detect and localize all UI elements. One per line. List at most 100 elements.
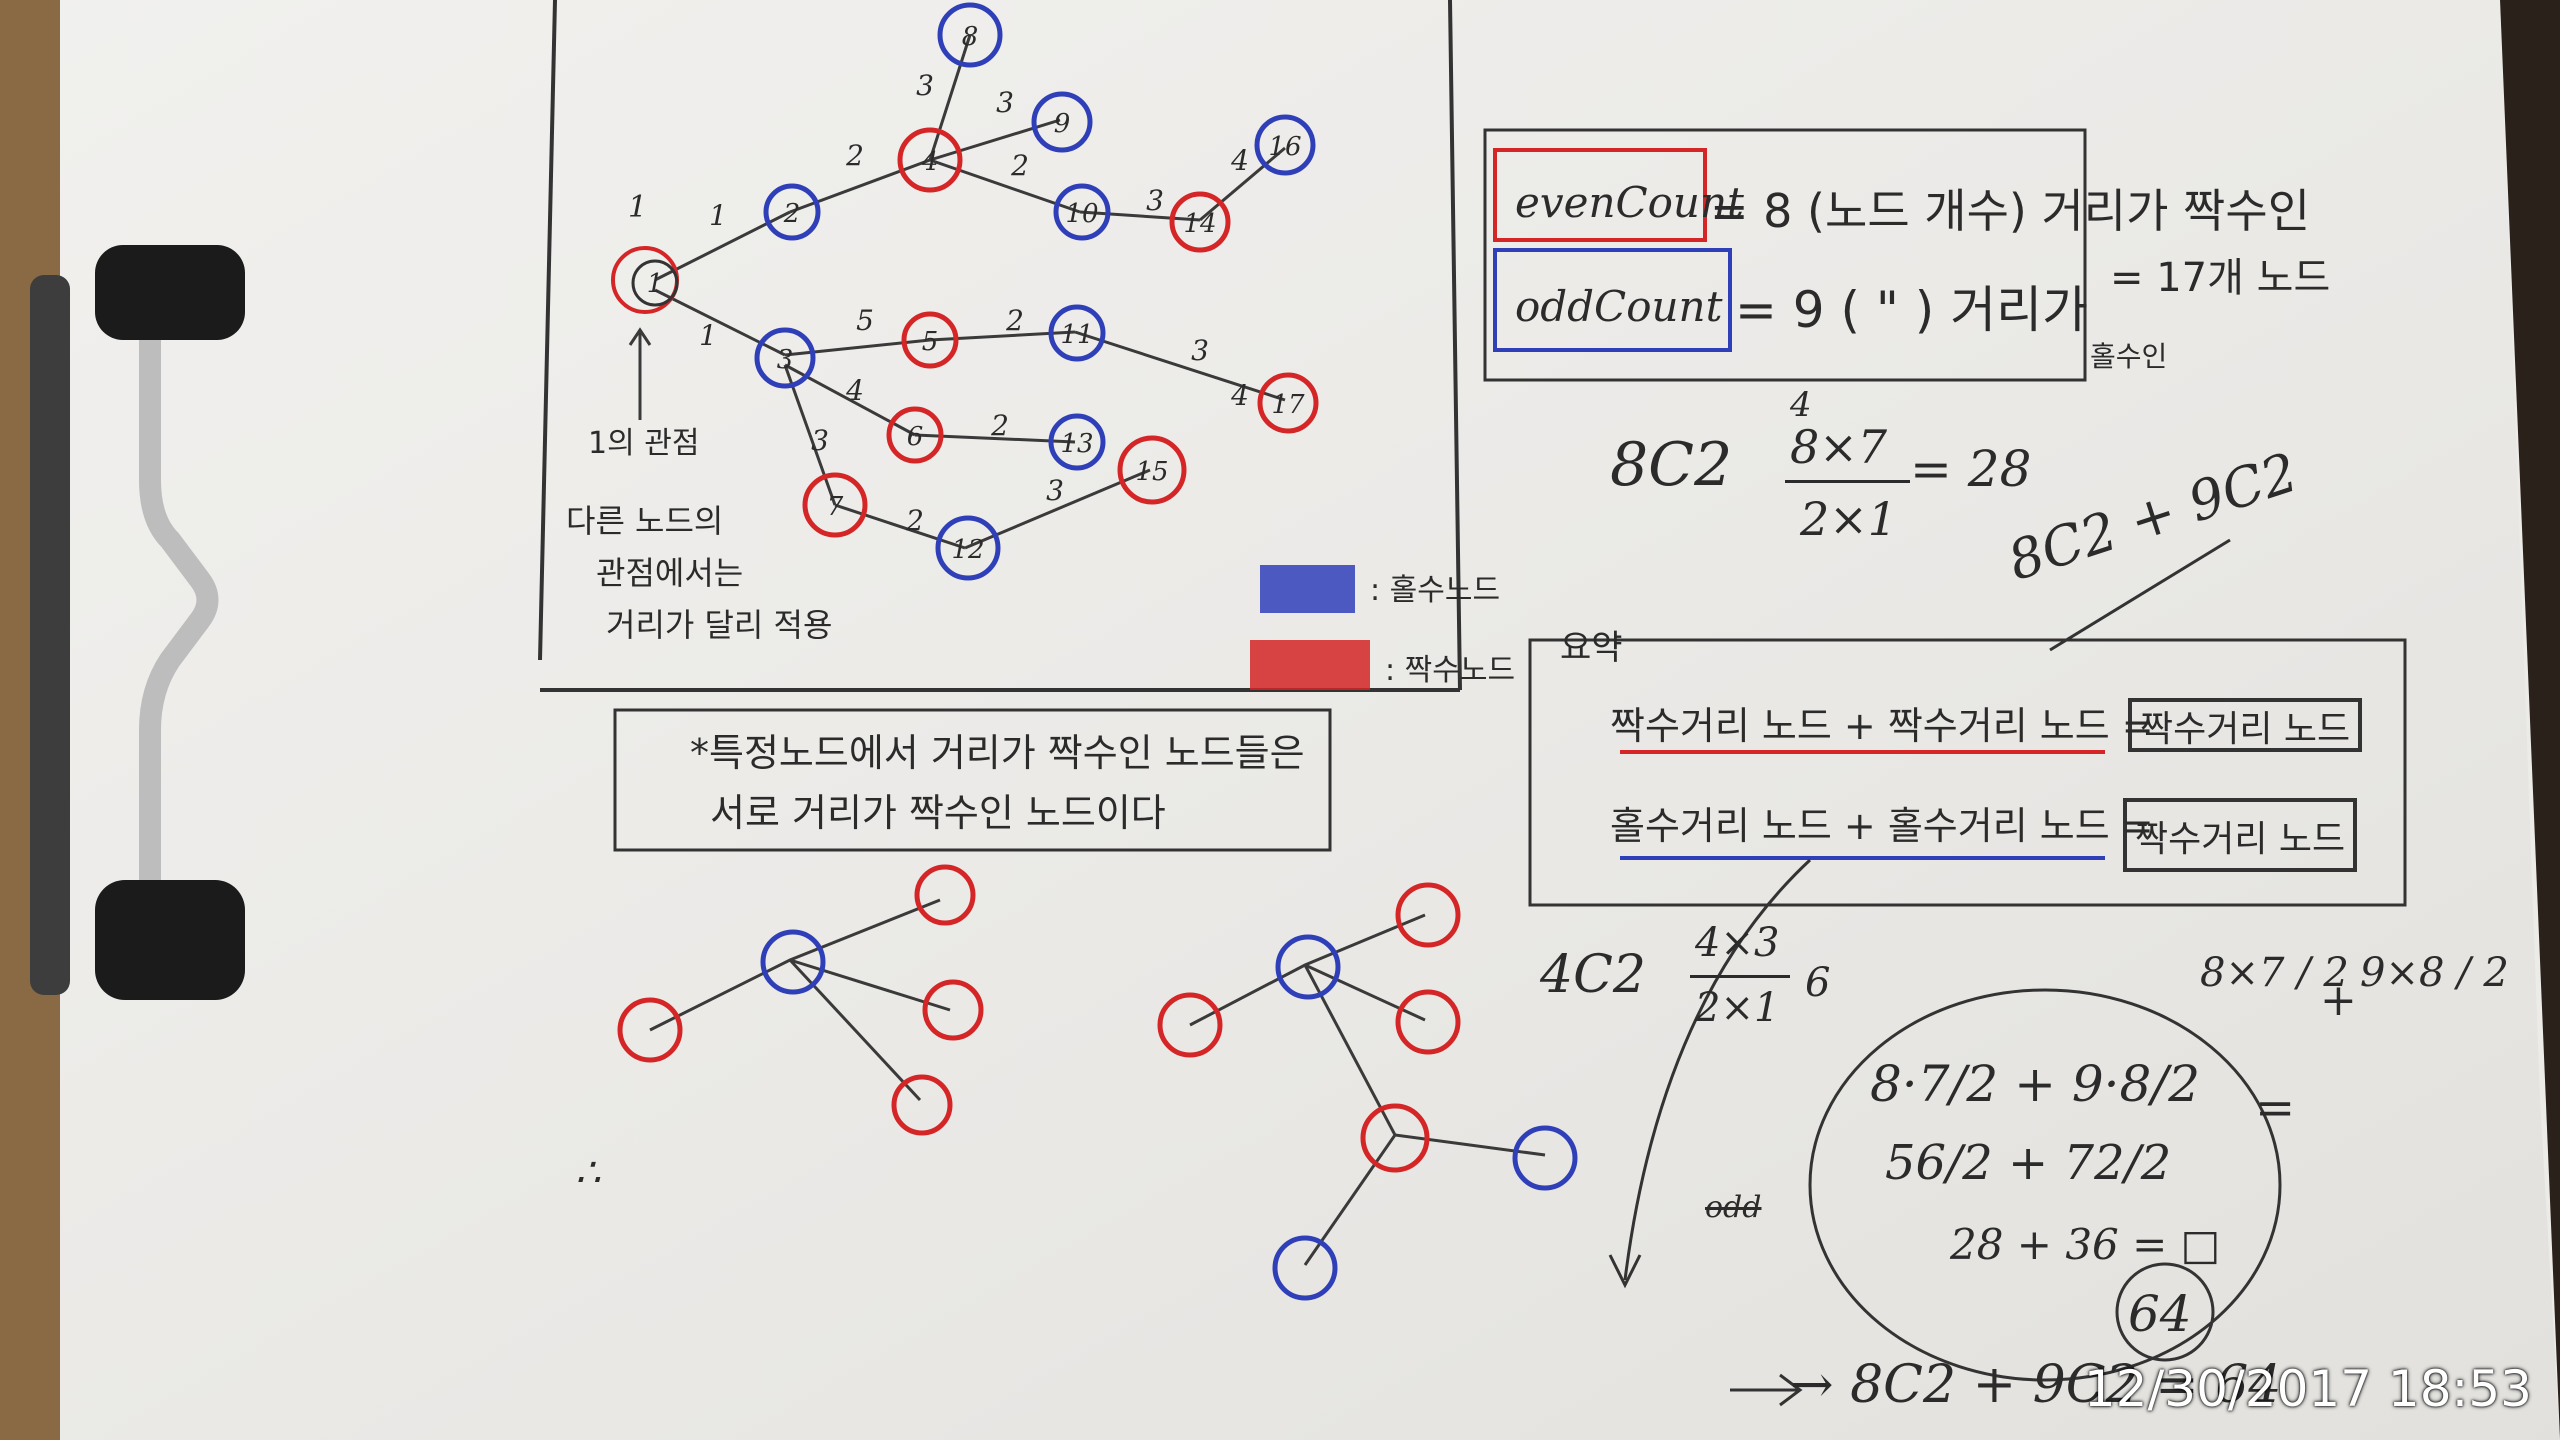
calc-top-plus: +: [2320, 975, 2357, 1026]
edge-weight-label: 3: [811, 424, 829, 457]
node-6: [886, 406, 944, 464]
node-label-14: 14: [1183, 209, 1216, 239]
edge-weight-label: 1: [699, 319, 717, 352]
edge-weight-label: 2: [1005, 304, 1024, 337]
scribble-word: odd: [1705, 1190, 1762, 1225]
node-12: [935, 515, 1001, 581]
node-label-12: 12: [951, 535, 984, 565]
others-note-1: 다른 노드의: [566, 502, 724, 540]
legend-odd-label: : 홀수노드: [1370, 573, 1501, 608]
counts-box: [1483, 128, 2087, 382]
formula1-small: 4: [1790, 385, 1812, 425]
rule-odd-right: 짝수거리 노드: [2135, 819, 2346, 860]
node-label-5: 5: [922, 327, 939, 357]
small-tree-a: [617, 864, 984, 1136]
odd-side-label: 홀수인: [2090, 340, 2168, 373]
node-label-4: 4: [921, 147, 939, 177]
edge-weight-label: 2: [845, 139, 864, 172]
formula1-bar: [1785, 480, 1910, 483]
root-perspective-note: 1의 관점: [588, 426, 700, 461]
node-3: [754, 327, 816, 389]
final-formula: → 8C2 + 9C2 = 64: [1790, 1355, 2282, 1415]
note-box: [613, 708, 1332, 852]
edge-weight-label: 3: [1146, 184, 1164, 217]
photo-timestamp: 12/30/2017 18:53: [2083, 1360, 2532, 1418]
edge-weight-label: 5: [856, 304, 874, 337]
calc-eq: =: [2255, 1080, 2296, 1136]
others-note-3: 거리가 달리 적용: [606, 606, 833, 644]
calc-top-1: 8×7 / 2: [2200, 950, 2349, 996]
tree-nodes: [611, 2, 1319, 581]
node-label-7: 7: [827, 492, 844, 522]
formula3-num: 4×3: [1695, 920, 1780, 966]
formula1-num: 8×7: [1790, 420, 1888, 474]
calc-line-1: 8·7/2 + 9·8/2: [1870, 1055, 2201, 1113]
edge-weight-label: 4: [1230, 144, 1249, 177]
legend-even-label: : 짝수노드: [1385, 653, 1516, 688]
node-16: [1254, 114, 1316, 176]
edge-weight-label: 2: [990, 409, 1009, 442]
edge-weight-label: 4: [845, 374, 864, 407]
node-label-11: 11: [1060, 320, 1093, 350]
node-11: [1048, 304, 1106, 362]
rule-even-left: 짝수거리 노드 + 짝수거리 노드 =: [1610, 704, 2154, 748]
calc-answer: 64: [2128, 1285, 2192, 1343]
legend-odd-swatch: [1260, 565, 1355, 613]
node-2: [763, 183, 821, 241]
calc-line-3: 28 + 36 = □: [1950, 1220, 2221, 1269]
node-label-6: 6: [907, 422, 924, 452]
node-7: [802, 472, 868, 538]
formula1-result: = 28: [1910, 440, 2032, 498]
edge-weight-label: 4: [1230, 379, 1249, 412]
edge-weight-label: 2: [905, 504, 924, 537]
node-label-13: 13: [1060, 429, 1093, 459]
rules-label: 요약: [1560, 628, 1623, 668]
odd-count-text: = 9 ( " ) 거리가: [1735, 281, 2089, 339]
calc-line-2: 56/2 + 72/2: [1885, 1135, 2172, 1191]
rules-box: [1528, 638, 2407, 907]
edge-weight-label: 3: [1191, 334, 1209, 367]
formula1-den: 2×1: [1800, 492, 1898, 546]
node-13: [1048, 413, 1106, 471]
node-label-17: 17: [1271, 390, 1305, 420]
edge-weight-label: 1: [709, 199, 727, 232]
node-5: [901, 311, 959, 369]
node-17: [1257, 372, 1319, 434]
edge-weight-label: 3: [916, 69, 934, 102]
small-tree-b: [1157, 882, 1578, 1301]
node-label-1: 1: [647, 269, 664, 299]
node-9: [1031, 91, 1093, 153]
formula3-den: 2×1: [1695, 985, 1780, 1031]
node-14: [1169, 191, 1231, 253]
node-label-16: 16: [1268, 132, 1301, 162]
small-tree-mark: ∴: [575, 1150, 601, 1196]
edge-weight-label: 3: [996, 86, 1014, 119]
node-8: [937, 2, 1003, 68]
node-label-15: 15: [1135, 457, 1168, 487]
node-label-3: 3: [777, 345, 794, 375]
node-label-2: 2: [783, 199, 801, 229]
node-4: [897, 127, 963, 193]
odd-count-label: oddCount: [1515, 282, 1723, 331]
node-10: [1053, 183, 1111, 241]
node-label-9: 9: [1054, 109, 1071, 139]
formula1-lhs: 8C2: [1610, 430, 1733, 500]
rule-odd-left: 홀수거리 노드 + 홀수거리 노드 =: [1610, 804, 2154, 848]
node-label-8: 8: [962, 22, 979, 52]
rule-even-right: 짝수거리 노드: [2140, 709, 2351, 750]
edge-weight-label: 2: [1010, 149, 1029, 182]
clipboard-clip: [30, 245, 245, 1000]
formula3-lhs: 4C2: [1540, 945, 1646, 1005]
node-label-10: 10: [1065, 199, 1098, 229]
edge-weight-label: 3: [1046, 474, 1064, 507]
formula3-result: 6: [1805, 960, 1831, 1006]
legend-even-swatch: [1250, 640, 1370, 690]
box-note-2: 서로 거리가 짝수인 노드이다: [710, 791, 1166, 835]
node-15: [1117, 435, 1187, 505]
calc-ellipse: [1808, 988, 2282, 1382]
even-count-label: evenCount: [1515, 178, 1744, 227]
total-count: = 17개 노드: [2110, 255, 2331, 301]
